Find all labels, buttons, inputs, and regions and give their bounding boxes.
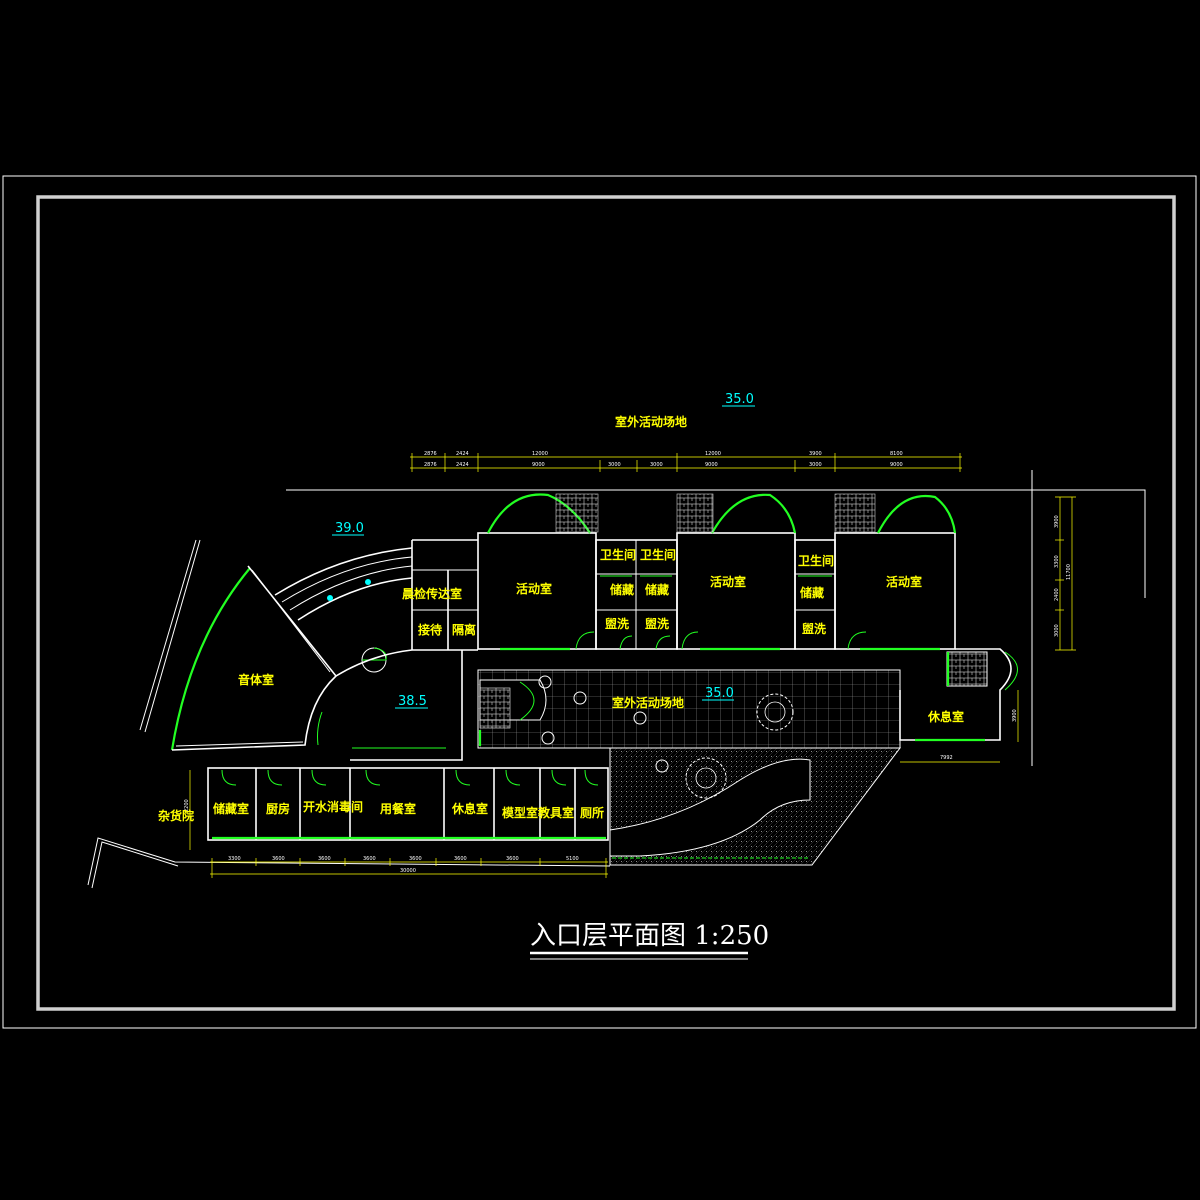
dim-top-1e: 3900 bbox=[809, 451, 822, 457]
room-wash-3: 盥洗 bbox=[802, 621, 826, 636]
dim-bottom-e: 3600 bbox=[409, 856, 422, 862]
room-music: 音体室 bbox=[238, 672, 274, 687]
dim-top-1c: 12000 bbox=[532, 451, 548, 457]
courtyard bbox=[477, 669, 901, 749]
room-store-3: 储藏 bbox=[800, 585, 824, 600]
dim-right-c: 2400 bbox=[1054, 588, 1060, 601]
room-kitchen: 厨房 bbox=[266, 801, 290, 816]
room-toilet: 厕所 bbox=[580, 805, 604, 820]
music-hall bbox=[170, 565, 338, 751]
room-wc-1: 卫生间 bbox=[600, 547, 636, 562]
bottom-dimension-chain: 3300 3600 3600 3600 3600 3600 3600 5100 … bbox=[184, 770, 608, 878]
level-left: 39.0 bbox=[335, 521, 364, 536]
dim-top-2a: 2876 bbox=[424, 462, 437, 468]
dim-bottom-a: 3300 bbox=[228, 856, 241, 862]
dim-bottom-total: 30000 bbox=[400, 868, 416, 874]
dim-top-2g: 3000 bbox=[809, 462, 822, 468]
dim-top-2h: 9000 bbox=[890, 462, 903, 468]
outdoor-area-label: 室外活动场地 bbox=[615, 414, 687, 429]
room-wc-3: 卫生间 bbox=[798, 553, 834, 568]
room-yard: 杂货院 bbox=[158, 808, 194, 823]
dim-left: 2200 bbox=[184, 799, 190, 812]
dim-bottom-h: 5100 bbox=[566, 856, 579, 862]
dim-bottom-f: 3600 bbox=[454, 856, 467, 862]
activity-rooms bbox=[477, 493, 957, 651]
level-court: 35.0 bbox=[705, 686, 734, 701]
dim-top-2b: 2424 bbox=[456, 462, 469, 468]
entrance-hall bbox=[317, 539, 478, 761]
dim-top-1b: 2424 bbox=[456, 451, 469, 457]
room-wc-2: 卫生间 bbox=[640, 547, 676, 562]
dim-top-2e: 3000 bbox=[650, 462, 663, 468]
dim-right-total: 11700 bbox=[1066, 564, 1072, 580]
dim-top-1a: 2876 bbox=[424, 451, 437, 457]
dim-bottom-g: 3600 bbox=[506, 856, 519, 862]
dim-bottom-b: 3600 bbox=[272, 856, 285, 862]
courtyard-label: 室外活动场地 bbox=[612, 695, 684, 710]
level-hall: 38.5 bbox=[398, 694, 427, 709]
dim-right-a: 3900 bbox=[1054, 515, 1060, 528]
room-isolation: 隔离 bbox=[452, 622, 476, 637]
room-teaching: 教具室 bbox=[537, 805, 574, 820]
room-guard: 晨检传达室 bbox=[402, 586, 462, 601]
room-activity-3: 活动室 bbox=[886, 574, 922, 589]
room-rest-right: 休息室 bbox=[927, 709, 964, 724]
dim-right-b: 3300 bbox=[1054, 555, 1060, 568]
room-labels: 室外活动场地 室外活动场地 音体室 晨检传达室 接待 隔离 活动室 活动室 活动… bbox=[158, 414, 964, 823]
bottom-wing bbox=[207, 767, 609, 841]
dim-bottom-c: 3600 bbox=[318, 856, 331, 862]
right-wing bbox=[899, 648, 1018, 742]
level-top: 35.0 bbox=[725, 392, 754, 407]
room-reception: 接待 bbox=[418, 622, 442, 637]
drawing-title-text: 入口层平面图 1:250 bbox=[530, 921, 769, 951]
room-storage: 储藏室 bbox=[213, 801, 249, 816]
level-markers: 35.0 39.0 38.5 35.0 bbox=[332, 392, 755, 709]
garden bbox=[609, 747, 902, 866]
room-dining: 用餐室 bbox=[379, 801, 416, 816]
sheet-border-outer bbox=[2, 175, 1197, 1029]
sheet-border-inner bbox=[36, 195, 1176, 1011]
room-wash-1: 盥洗 bbox=[605, 616, 629, 631]
room-boiling: 开水消毒间 bbox=[303, 799, 363, 814]
top-dimension-chain: 2876 2424 12000 12000 3900 8100 2876 242… bbox=[410, 451, 962, 472]
right-dimension-chain: 3900 3300 2400 3000 11700 3900 7992 bbox=[900, 496, 1076, 763]
dim-top-1f: 8100 bbox=[890, 451, 903, 457]
room-store-2: 储藏 bbox=[645, 582, 669, 597]
entrance-curve bbox=[274, 547, 413, 673]
site-boundary bbox=[87, 470, 1146, 889]
dim-top-2c: 9000 bbox=[532, 462, 545, 468]
dim-top-2f: 9000 bbox=[705, 462, 718, 468]
dim-right-d: 3000 bbox=[1054, 624, 1060, 637]
room-activity-2: 活动室 bbox=[710, 574, 746, 589]
room-model: 模型室 bbox=[502, 805, 538, 820]
dim-top-1d: 12000 bbox=[705, 451, 721, 457]
room-rest-bottom: 休息室 bbox=[451, 801, 488, 816]
room-wash-2: 盥洗 bbox=[645, 616, 669, 631]
dim-rest-width: 7992 bbox=[940, 755, 953, 761]
dim-top-2d: 3000 bbox=[608, 462, 621, 468]
room-activity-1: 活动室 bbox=[516, 581, 552, 596]
dim-bottom-d: 3600 bbox=[363, 856, 376, 862]
drawing-title: 入口层平面图 1:250 bbox=[530, 921, 769, 960]
dim-right-lower: 3900 bbox=[1012, 709, 1018, 722]
room-store-1: 储藏 bbox=[610, 582, 634, 597]
